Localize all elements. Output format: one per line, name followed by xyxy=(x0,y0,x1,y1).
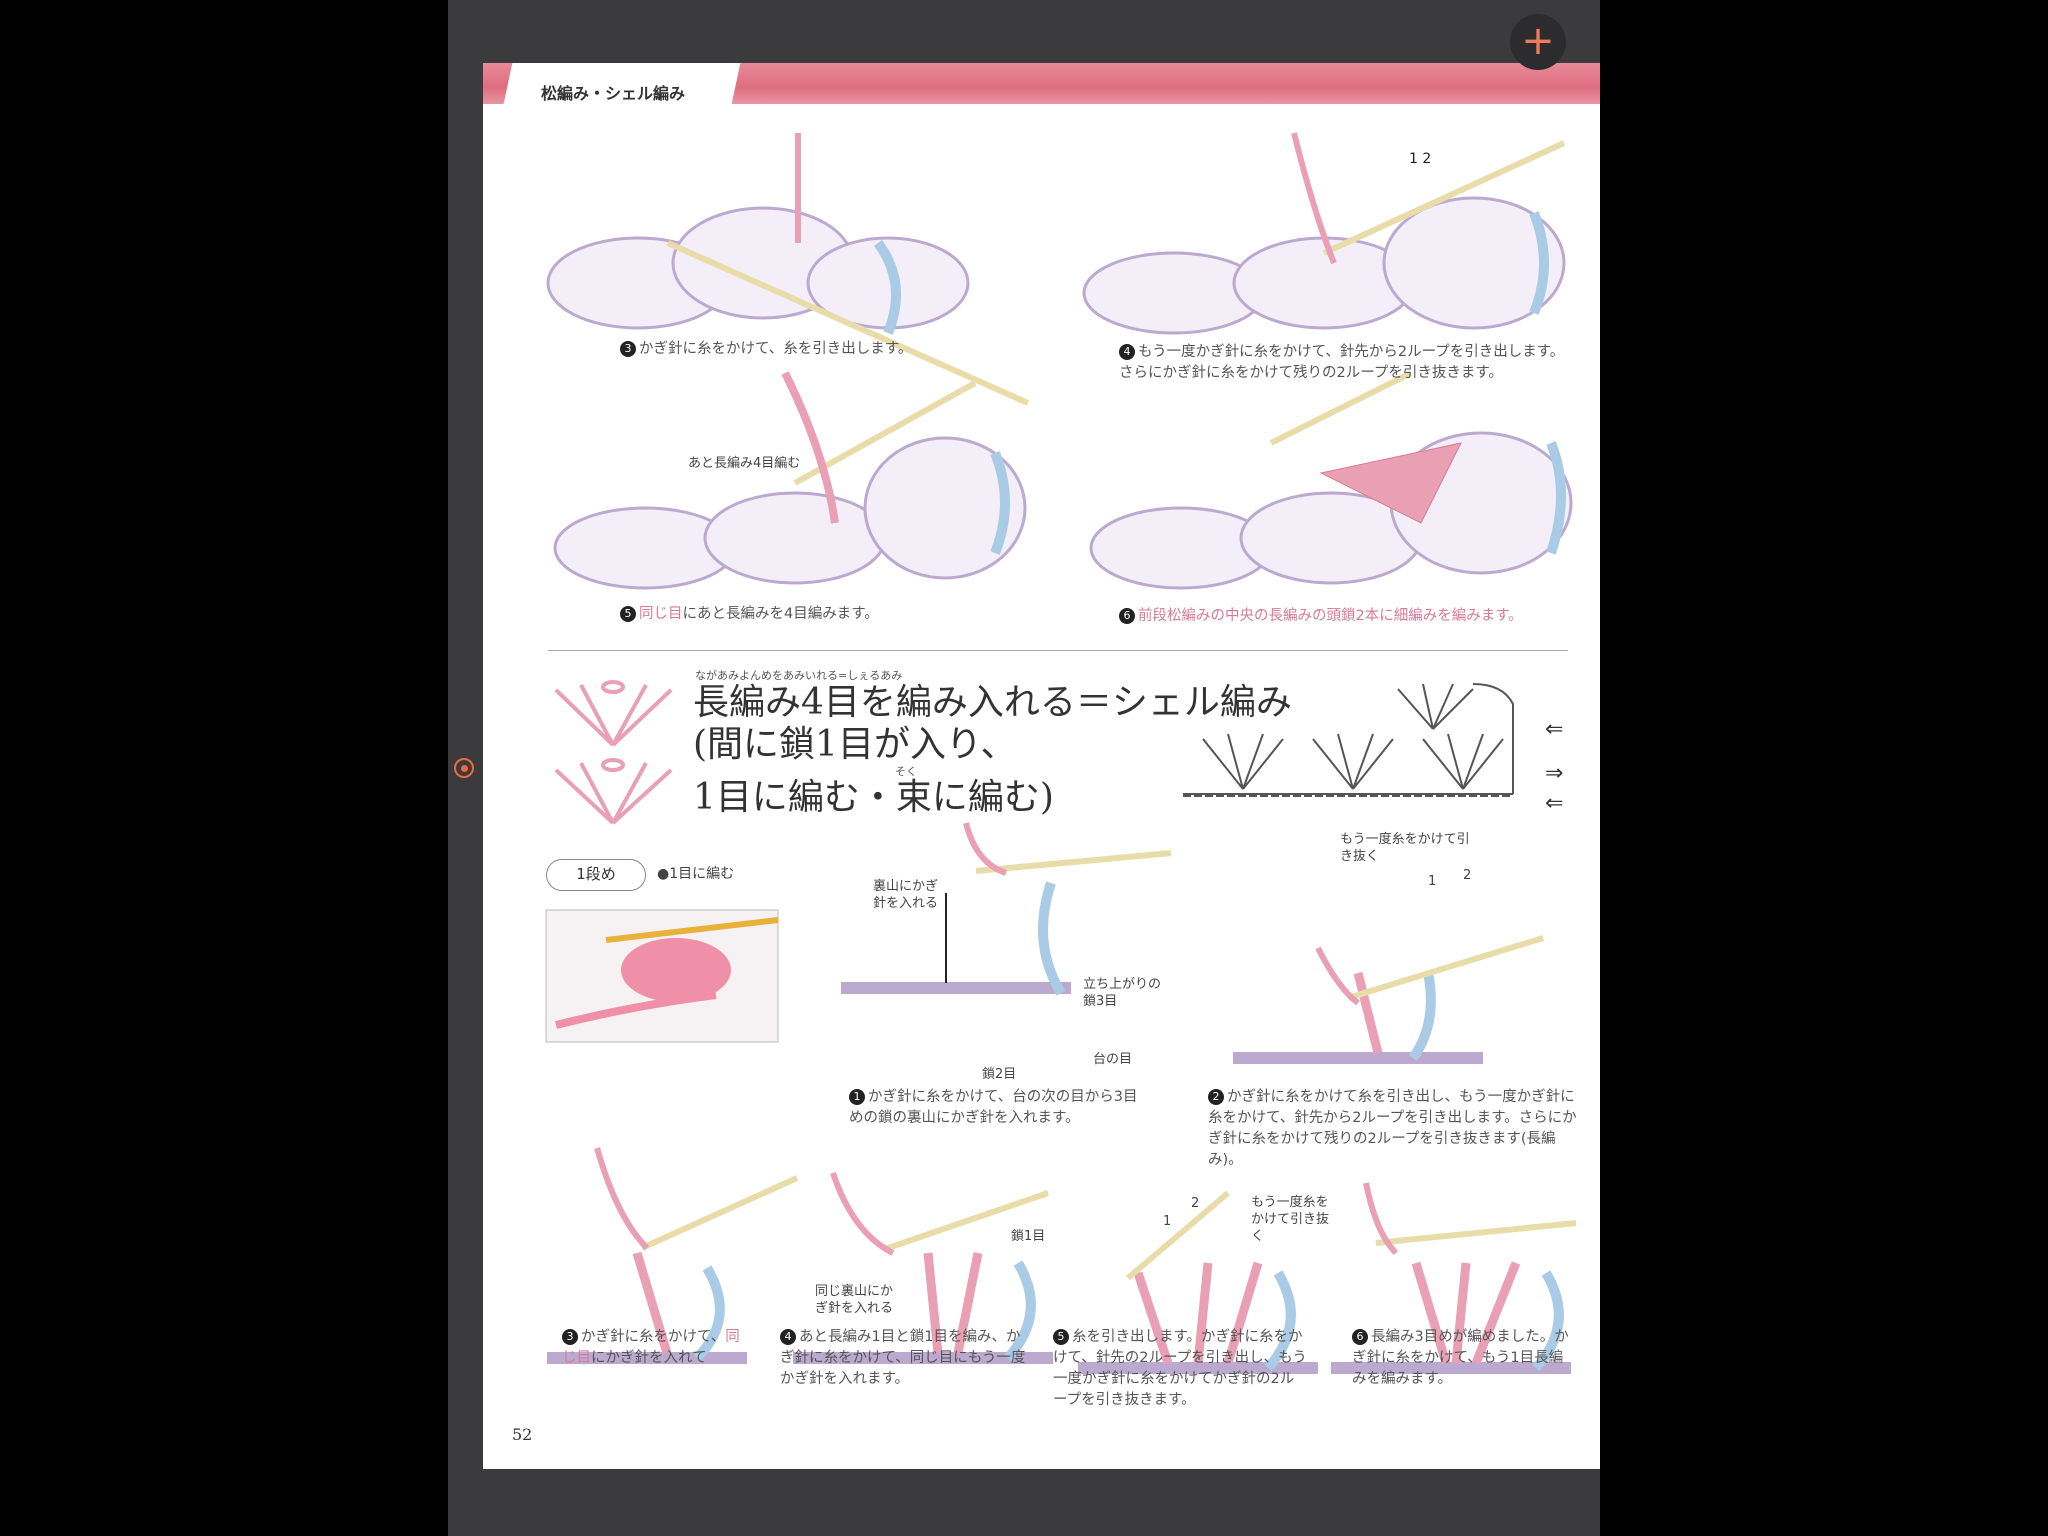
caption-highlight: 同じ目 xyxy=(639,606,683,622)
caption-text: かぎ針に糸をかけて糸を引き出し、もう一度かぎ針に糸をかけて、針先から2ループを引… xyxy=(1208,1089,1577,1168)
label-chain-1: 鎖1目 xyxy=(1011,1229,1046,1244)
illustration-bottom-step-4 xyxy=(793,1172,1053,1364)
step-number: 3 xyxy=(562,1329,578,1345)
svg-text:1 2: 1 2 xyxy=(1409,151,1431,167)
illustration-bottom-step-3 xyxy=(547,1147,799,1364)
illustration-step-5 xyxy=(553,371,1027,590)
step-number: 2 xyxy=(1208,1089,1224,1105)
add-button[interactable]: + xyxy=(1510,14,1566,70)
caption-highlight: 同じ目 xyxy=(562,1329,740,1366)
step-number: 4 xyxy=(780,1329,796,1345)
caption-text: 糸を引き出します。かぎ針に糸をかけて、針先の2ループを引き出し、もう一度かぎ針に… xyxy=(1053,1329,1307,1408)
title-ruby: ながあみよんめをあみいれる=しぇるあみ xyxy=(695,669,903,682)
shell-stitch-chart xyxy=(1183,683,1514,797)
illustration-bottom-step-6 xyxy=(1331,1182,1577,1374)
section-title-line-2: (間に鎖1目が入り、 xyxy=(693,724,1017,765)
caption-text: にあと長編みを4目編みます。 xyxy=(682,606,879,622)
illustration-bottom-step-5 xyxy=(1078,1190,1318,1374)
row-badge: 1段め xyxy=(546,859,646,891)
section-header-title: 松編み・シェル編み xyxy=(541,84,686,103)
arrow-number-label: 1 xyxy=(1428,874,1437,889)
step-number: 4 xyxy=(1119,344,1135,360)
arrow-left-icon: ⇐ xyxy=(1545,717,1564,742)
illustration-step-6 xyxy=(1089,370,1573,590)
step-number: 5 xyxy=(1053,1329,1069,1345)
step-number: 5 xyxy=(620,606,636,622)
label-back-bump: 裏山にかぎ針を入れる xyxy=(873,879,939,911)
caption-text: にかぎ針を入れて xyxy=(591,1350,707,1366)
label-yo-again: もう一度糸をかけて引き抜く xyxy=(1251,1195,1330,1244)
arrow-number-label: 2 xyxy=(1463,868,1472,883)
section-title-line-3: 1目に編む・束に編む) xyxy=(693,777,1054,818)
illustration-row1-step-2 xyxy=(1233,935,1544,1064)
target-icon[interactable] xyxy=(454,758,474,778)
viewer-top-bar xyxy=(483,0,1600,63)
arrow-number-label: 2 xyxy=(1191,1196,1200,1211)
arrow-left-icon: ⇐ xyxy=(1545,791,1564,816)
plus-icon: + xyxy=(1521,18,1555,64)
viewer-bottom-bar xyxy=(483,1469,1600,1536)
crochet-photo xyxy=(545,909,779,1043)
step-number: 6 xyxy=(1119,608,1135,624)
row-direction-arrows: ⇐ ⇒ ⇐ xyxy=(1545,715,1563,819)
illustration-step-3 xyxy=(546,133,1030,406)
label-yo-pull-through: もう一度糸をかけて引き抜く xyxy=(1340,832,1470,864)
caption-text: かぎ針に糸をかけて、台の次の目から3目めの鎖の裏山にかぎ針を入れます。 xyxy=(849,1089,1138,1126)
section-divider xyxy=(548,650,1568,651)
shell-stitch-symbols xyxy=(554,680,673,825)
label-base-stitch: 台の目 xyxy=(1093,1052,1133,1067)
label-chain-2: 鎖2目 xyxy=(982,1067,1017,1082)
row-note: ●1目に編む xyxy=(657,866,735,882)
arrow-number-label: 1 xyxy=(1163,1214,1172,1229)
illustration-step-4: 1 2 xyxy=(1082,132,1566,335)
illustration-row1-step-1 xyxy=(841,822,1172,996)
title-ruby-small: そく xyxy=(895,765,917,778)
caption-text: 長編み3目めが編めました。かぎ針に糸をかけて、もう1目長編みを編みます。 xyxy=(1352,1329,1569,1387)
caption-text: かぎ針に糸をかけて、 xyxy=(581,1329,726,1345)
arrow-right-icon: ⇒ xyxy=(1545,761,1564,786)
step-number: 3 xyxy=(620,341,636,357)
label-same-back-bump: 同じ裏山にかぎ針を入れる xyxy=(815,1284,894,1316)
page-number: 52 xyxy=(512,1425,533,1444)
caption-text: 前段松編みの中央の長編みの頭鎖2本に細編みを編みます。 xyxy=(1138,608,1523,624)
step-number: 6 xyxy=(1352,1329,1368,1345)
caption-text: あと長編み1目と鎖1目を編み、かぎ針に糸をかけて、同じ目にもう一度かぎ針を入れま… xyxy=(780,1329,1026,1387)
section-title-line-1: 長編み4目を編み入れる＝シェル編み xyxy=(693,682,1292,723)
label-four-more-dc: あと長編み4目編む xyxy=(688,456,801,471)
caption-text: かぎ針に糸をかけて、糸を引き出します。 xyxy=(639,341,913,357)
step-number: 1 xyxy=(849,1089,865,1105)
label-turning-chain: 立ち上がりの鎖3目 xyxy=(1083,977,1162,1009)
caption-text: もう一度かぎ針に糸をかけて、針先から2ループを引き出します。さらにかぎ針に糸をか… xyxy=(1119,344,1565,381)
